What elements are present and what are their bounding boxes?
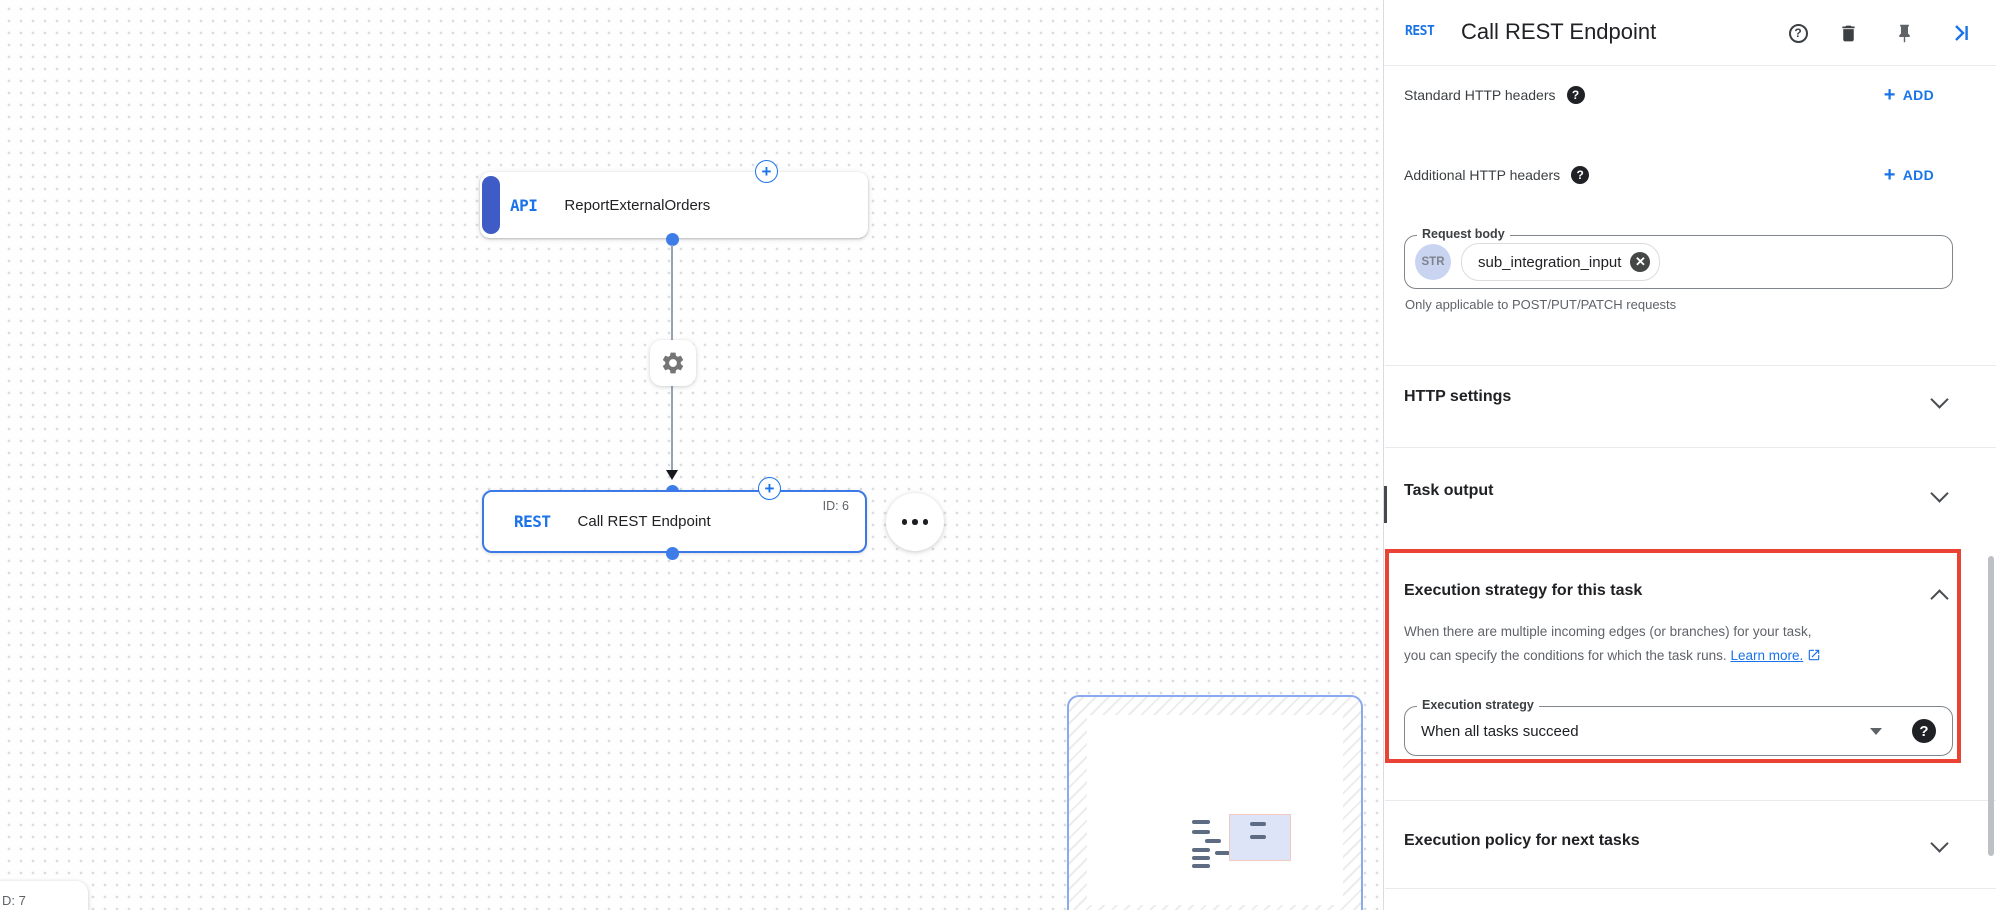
trash-icon (1841, 25, 1855, 41)
rest-badge: REST (1405, 24, 1435, 39)
node-more-actions-button[interactable] (886, 493, 944, 551)
variable-chip[interactable]: sub_integration_input ✕ (1461, 243, 1661, 281)
partial-node-card[interactable]: D: 7 (0, 881, 88, 910)
highlight-red-box (1385, 549, 1961, 763)
node-report-external-orders[interactable]: API ReportExternalOrders (480, 172, 868, 238)
plus-icon: + (1883, 164, 1896, 186)
section-task-output[interactable]: Task output (1404, 482, 1494, 499)
mini-list-bar (1192, 820, 1210, 824)
add-additional-header-button[interactable]: + ADD (1883, 164, 1934, 186)
section-http-settings[interactable]: HTTP settings (1404, 388, 1512, 405)
dot-icon (922, 519, 929, 525)
dot-icon (901, 519, 908, 525)
help-icon[interactable]: ? (1571, 166, 1590, 184)
add-label: ADD (1902, 87, 1934, 103)
mini-list-bar (1192, 848, 1210, 852)
collapse-panel-icon (1955, 25, 1968, 41)
canvas-selection-region (1067, 695, 1363, 910)
remove-variable-icon[interactable]: ✕ (1630, 252, 1651, 272)
request-body-field[interactable]: Request body STR sub_integration_input ✕ (1404, 227, 1953, 289)
execution-strategy-select[interactable]: Execution strategy When all tasks succee… (1404, 698, 1953, 756)
selection-region-inner (1087, 715, 1343, 905)
mini-preview-panel (1229, 814, 1291, 861)
scroll-marker (1384, 486, 1387, 523)
gear-icon (662, 352, 684, 374)
rest-badge: REST (514, 512, 551, 531)
row-label-wrap: Additional HTTP headers ? (1404, 166, 1590, 184)
row-label-wrap: Standard HTTP headers ? (1404, 86, 1585, 104)
section-execution-policy[interactable]: Execution policy for next tasks (1404, 832, 1640, 849)
add-task-icon[interactable]: + (755, 160, 778, 183)
additional-http-headers-row: Additional HTTP headers ? + ADD (1404, 158, 1934, 192)
chevron-down-icon[interactable] (1930, 484, 1949, 503)
collapse-panel-button[interactable] (1949, 21, 1973, 45)
dot-icon (912, 519, 918, 525)
divider (1385, 888, 1996, 889)
add-standard-header-button[interactable]: + ADD (1883, 84, 1934, 106)
panel-scrollbar[interactable] (1988, 556, 1994, 856)
execution-strategy-value: When all tasks succeed (1421, 722, 1579, 740)
chevron-down-icon[interactable] (1930, 390, 1949, 409)
description-line: you can specify the conditions for which… (1404, 648, 1727, 663)
connector-dot[interactable] (666, 233, 679, 246)
plus-icon: + (1883, 84, 1896, 106)
request-body-helper-text: Only applicable to POST/PUT/PATCH reques… (1405, 297, 1677, 312)
add-label: ADD (1902, 167, 1934, 183)
help-icon: ? (1788, 23, 1808, 43)
mini-list-bar (1250, 835, 1266, 839)
edge-arrowhead (666, 470, 678, 480)
divider (1385, 800, 1996, 801)
request-body-label: Request body (1417, 227, 1510, 241)
dropdown-caret-icon[interactable] (1870, 727, 1882, 735)
string-type-chip: STR (1415, 244, 1451, 280)
help-icon[interactable]: ? (1912, 719, 1936, 743)
edge-config-button[interactable] (650, 340, 696, 386)
panel-header: REST Call REST Endpoint ? (1384, 0, 1996, 66)
learn-more-link[interactable]: Learn more. (1730, 648, 1804, 663)
mini-list-bar (1192, 856, 1210, 860)
mini-list-bar (1192, 864, 1210, 868)
mini-list-bar (1250, 822, 1266, 826)
pin-icon (1898, 24, 1910, 42)
task-config-panel: REST Call REST Endpoint ? (1383, 0, 1996, 910)
delete-task-button[interactable] (1836, 21, 1860, 45)
mini-list-bar (1192, 830, 1210, 834)
help-button[interactable]: ? (1786, 21, 1810, 45)
mini-list-bar (1215, 851, 1230, 855)
standard-http-headers-row: Standard HTTP headers ? + ADD (1404, 78, 1934, 112)
variable-chip-label: sub_integration_input (1478, 253, 1622, 271)
standard-http-headers-label: Standard HTTP headers (1404, 87, 1556, 103)
node-id-badge: D: 7 (2, 893, 26, 908)
node-accent-bar (482, 176, 500, 234)
external-link-icon[interactable] (1807, 648, 1821, 662)
workflow-canvas[interactable]: API ReportExternalOrders + REST Call RES… (0, 0, 1383, 910)
node-label: ReportExternalOrders (564, 196, 711, 214)
api-badge: API (510, 195, 538, 215)
section-execution-strategy[interactable]: Execution strategy for this task (1404, 582, 1643, 599)
add-task-icon[interactable]: + (758, 477, 781, 500)
execution-strategy-description: When there are multiple incoming edges (… (1404, 620, 1821, 668)
panel-title: Call REST Endpoint (1461, 19, 1657, 44)
additional-http-headers-label: Additional HTTP headers (1404, 167, 1561, 183)
chevron-down-icon[interactable] (1930, 834, 1949, 853)
node-id-badge: ID: 6 (822, 499, 849, 513)
description-line: When there are multiple incoming edges (… (1404, 624, 1812, 639)
pin-panel-button[interactable] (1892, 21, 1916, 45)
divider (1385, 447, 1996, 448)
mini-list-bar (1205, 839, 1221, 843)
execution-strategy-field-label: Execution strategy (1417, 698, 1539, 712)
node-label: Call REST Endpoint (577, 513, 711, 530)
help-icon[interactable]: ? (1566, 86, 1585, 104)
divider (1385, 365, 1996, 366)
connector-dot[interactable] (666, 547, 679, 560)
node-call-rest-endpoint[interactable]: REST Call REST Endpoint ID: 6 (482, 490, 867, 553)
